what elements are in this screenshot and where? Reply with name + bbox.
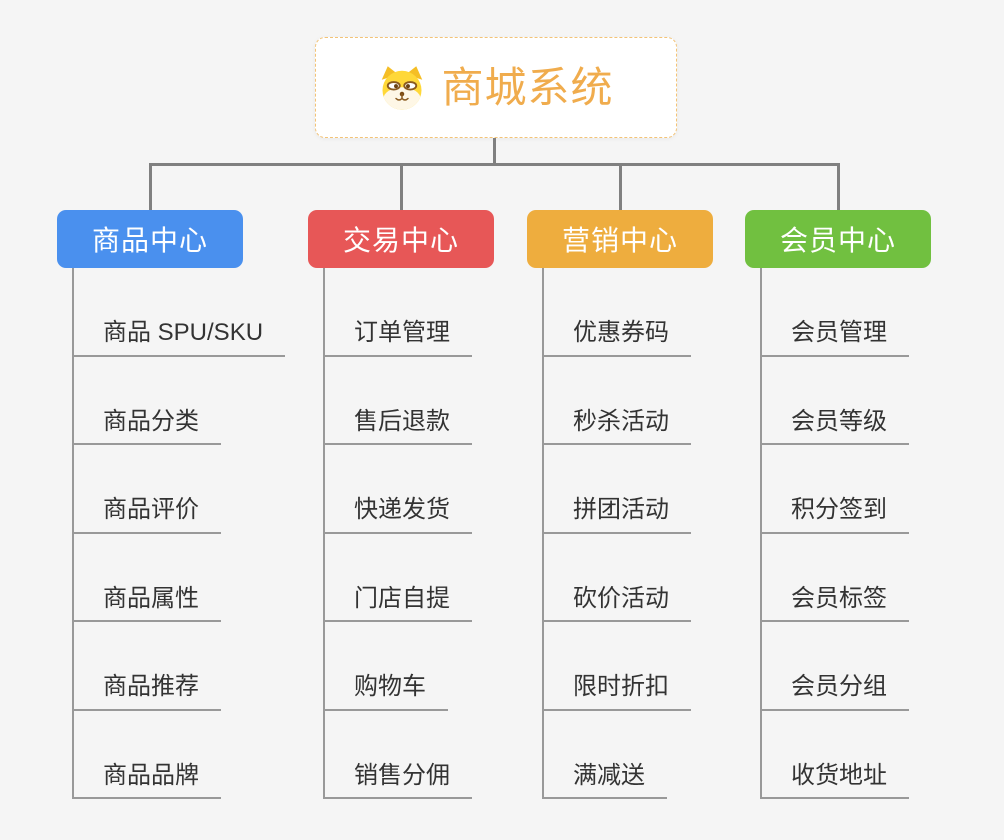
leaf-label: 满减送 [542, 762, 667, 799]
leaf-node[interactable]: 商品品牌 [72, 711, 332, 799]
leaf-node[interactable]: 优惠券码 [542, 268, 802, 357]
connector-drop-trade [400, 163, 403, 210]
dog-face-icon [382, 65, 423, 110]
leaf-node[interactable]: 购物车 [323, 622, 583, 711]
leaf-node[interactable]: 商品评价 [72, 445, 332, 534]
branch-member-center: 会员中心 会员管理 会员等级 积分签到 会员标签 会员分组 收货地址 [745, 210, 931, 799]
leaf-node[interactable]: 商品推荐 [72, 622, 332, 711]
leaf-label: 积分签到 [760, 496, 909, 534]
leaf-node[interactable]: 会员管理 [760, 268, 1004, 357]
leaf-label: 购物车 [323, 673, 448, 711]
leaf-label: 快递发货 [323, 496, 472, 534]
connector-horizontal-bar [149, 163, 840, 166]
branch-leaves-member: 会员管理 会员等级 积分签到 会员标签 会员分组 收货地址 [760, 268, 1004, 799]
leaf-label: 售后退款 [323, 408, 472, 445]
branch-marketing-center: 营销中心 优惠券码 秒杀活动 拼团活动 砍价活动 限时折扣 满减送 [527, 210, 713, 799]
leaf-label: 秒杀活动 [542, 408, 691, 445]
leaf-node[interactable]: 订单管理 [323, 268, 583, 357]
leaf-label: 订单管理 [323, 319, 472, 357]
root-node[interactable]: 商城系统 [315, 37, 677, 138]
leaf-node[interactable]: 限时折扣 [542, 622, 802, 711]
leaf-node[interactable]: 会员分组 [760, 622, 1004, 711]
branch-leaves-product: 商品 SPU/SKU 商品分类 商品评价 商品属性 商品推荐 商品品牌 [72, 268, 332, 799]
leaf-label: 会员管理 [760, 319, 909, 357]
leaf-node[interactable]: 商品 SPU/SKU [72, 268, 332, 357]
leaf-label: 销售分佣 [323, 762, 472, 799]
leaf-node[interactable]: 售后退款 [323, 357, 583, 445]
leaf-node[interactable]: 积分签到 [760, 445, 1004, 534]
leaf-label: 商品 SPU/SKU [72, 319, 286, 357]
branch-header-member[interactable]: 会员中心 [745, 210, 931, 268]
connector-root-stub [493, 138, 496, 164]
leaf-label: 会员标签 [760, 585, 909, 622]
connector-drop-member [837, 163, 840, 210]
branch-trade-center: 交易中心 订单管理 售后退款 快递发货 门店自提 购物车 销售分佣 [308, 210, 494, 799]
leaf-label: 限时折扣 [542, 673, 691, 711]
leaf-node[interactable]: 快递发货 [323, 445, 583, 534]
leaf-label: 商品属性 [72, 585, 221, 622]
leaf-label: 优惠券码 [542, 319, 691, 357]
branch-leaves-marketing: 优惠券码 秒杀活动 拼团活动 砍价活动 限时折扣 满减送 [542, 268, 802, 799]
branch-header-marketing[interactable]: 营销中心 [527, 210, 713, 268]
leaf-label: 商品品牌 [72, 762, 221, 799]
leaf-node[interactable]: 砍价活动 [542, 534, 802, 622]
root-title: 商城系统 [441, 63, 614, 111]
leaf-node[interactable]: 商品属性 [72, 534, 332, 622]
leaf-label: 门店自提 [323, 585, 472, 622]
leaf-label: 砍价活动 [542, 585, 691, 622]
connector-drop-marketing [619, 163, 622, 210]
leaf-node[interactable]: 商品分类 [72, 357, 332, 445]
branch-leaves-trade: 订单管理 售后退款 快递发货 门店自提 购物车 销售分佣 [323, 268, 583, 799]
branch-header-product[interactable]: 商品中心 [57, 210, 243, 268]
leaf-node[interactable]: 门店自提 [323, 534, 583, 622]
leaf-label: 商品分类 [72, 408, 221, 445]
leaf-node[interactable]: 销售分佣 [323, 711, 583, 799]
leaf-node[interactable]: 满减送 [542, 711, 802, 799]
leaf-label: 商品推荐 [72, 673, 221, 711]
leaf-label: 会员分组 [760, 673, 909, 711]
branch-header-trade[interactable]: 交易中心 [308, 210, 494, 268]
connector-drop-product [149, 163, 152, 210]
leaf-label: 拼团活动 [542, 496, 691, 534]
leaf-node[interactable]: 会员标签 [760, 534, 1004, 622]
leaf-node[interactable]: 收货地址 [760, 711, 1004, 799]
leaf-node[interactable]: 拼团活动 [542, 445, 802, 534]
leaf-label: 会员等级 [760, 408, 909, 445]
leaf-node[interactable]: 会员等级 [760, 357, 1004, 445]
branch-product-center: 商品中心 商品 SPU/SKU 商品分类 商品评价 商品属性 商品推荐 商品品牌 [57, 210, 286, 799]
leaf-label: 收货地址 [760, 762, 909, 799]
leaf-node[interactable]: 秒杀活动 [542, 357, 802, 445]
leaf-label: 商品评价 [72, 496, 221, 534]
